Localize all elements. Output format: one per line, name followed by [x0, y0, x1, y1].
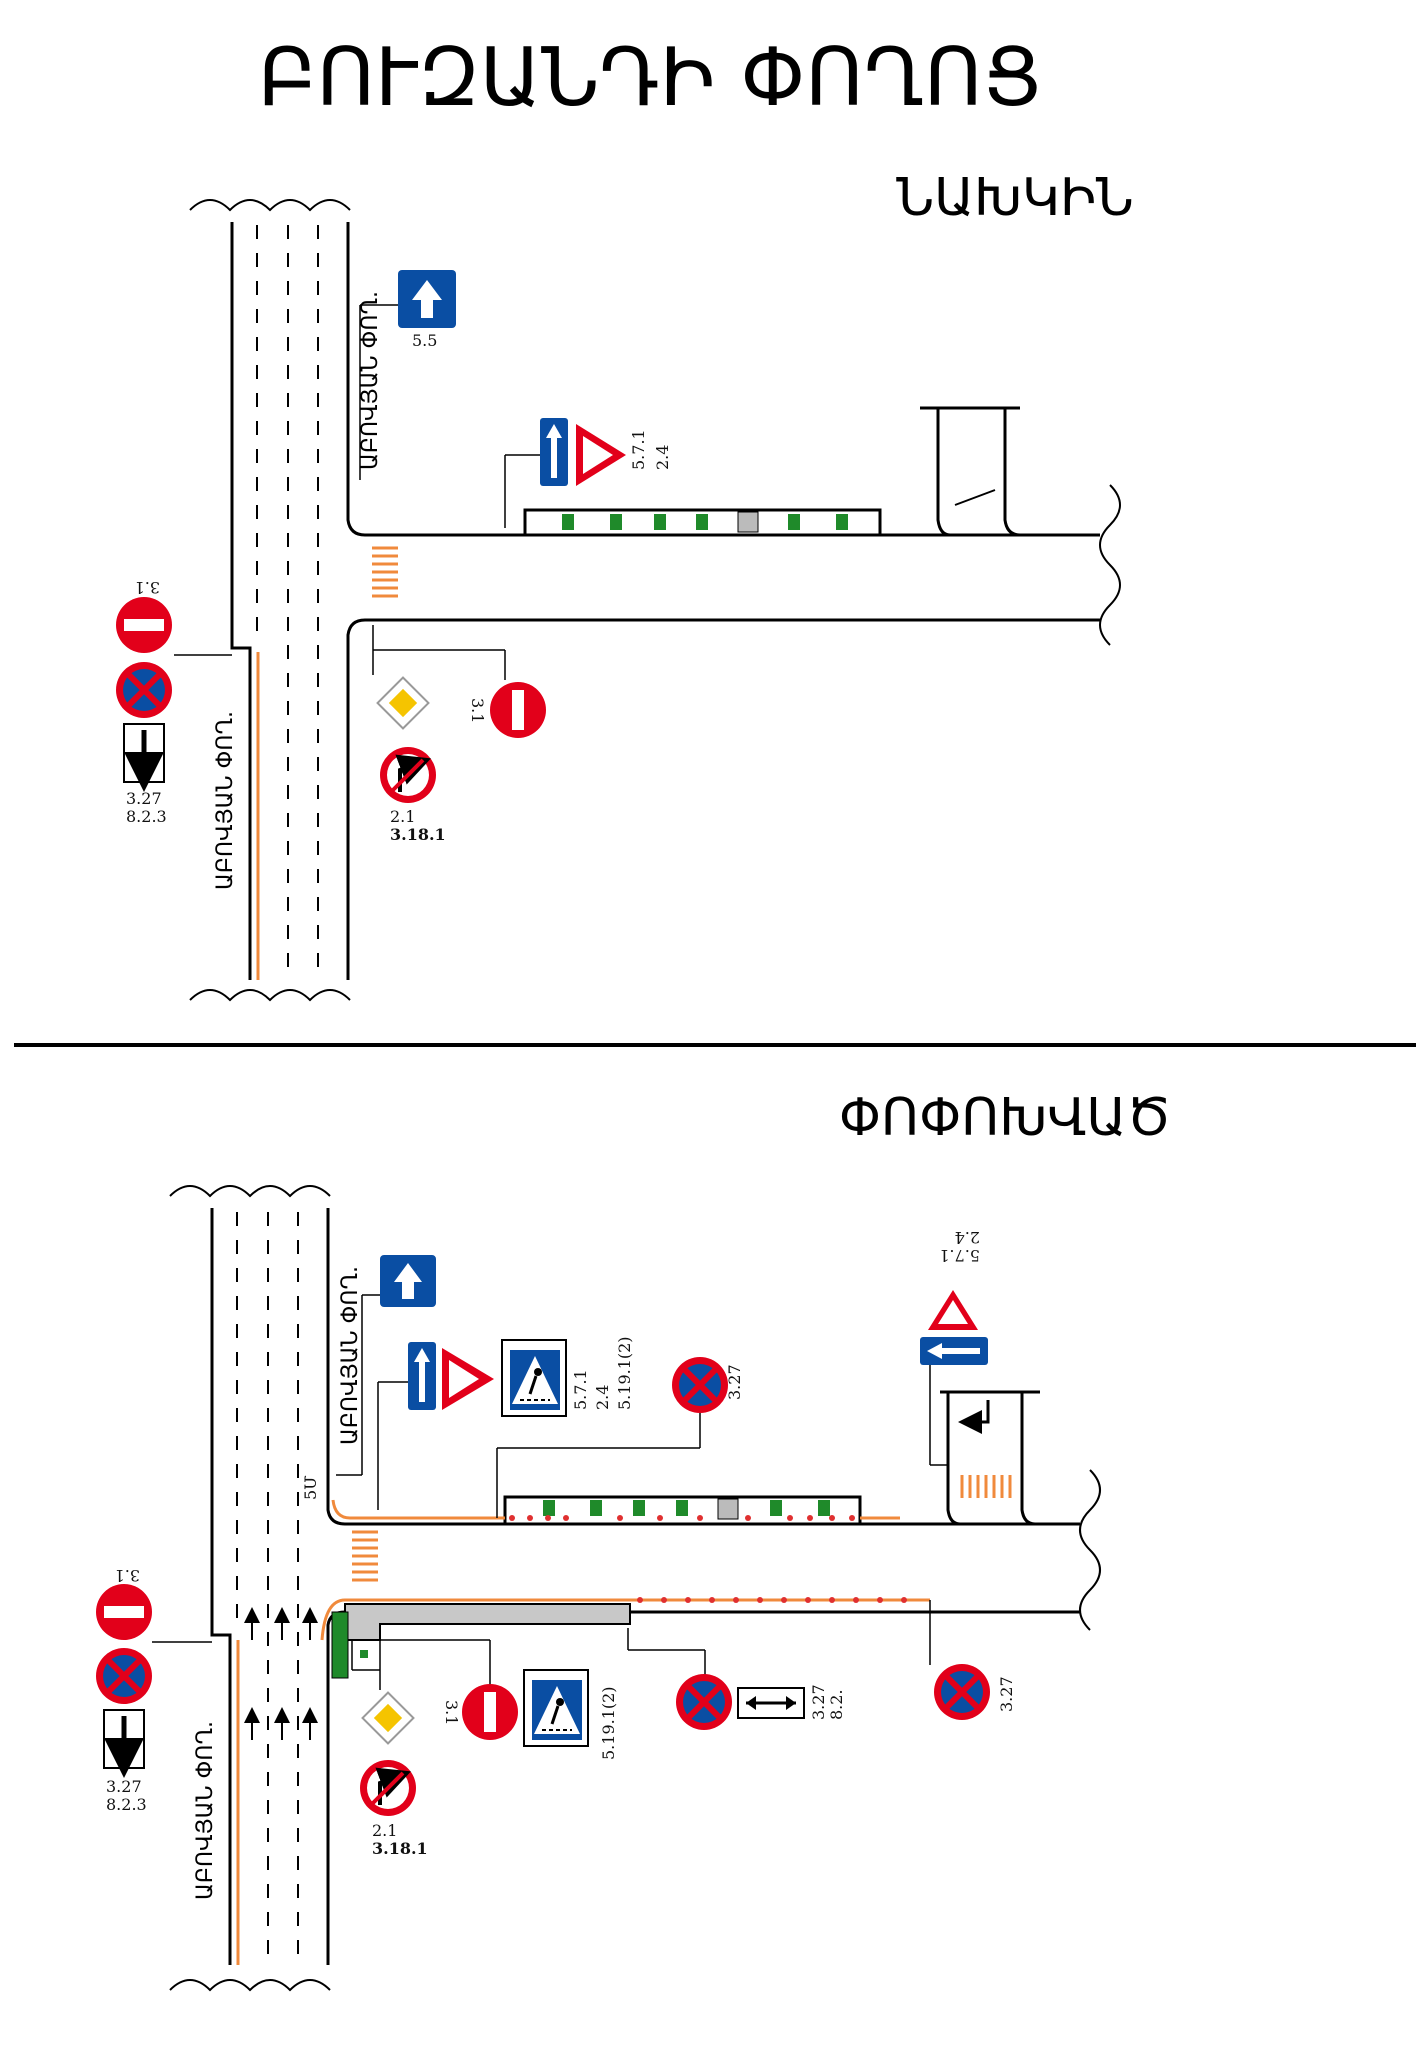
label-3-27-left: 3.27: [126, 789, 162, 808]
label-3-1-left: 3.1: [135, 578, 160, 597]
after-crosswalk-right: [960, 1475, 1012, 1498]
after-sign-3-27-top-icon: [496, 1357, 728, 1518]
after-label-3-27-right: 3.27: [997, 1676, 1016, 1712]
label-2-1: 2.1: [390, 807, 415, 826]
before-left-sign-stack: [116, 597, 232, 792]
after-red-dot-lines: [509, 1515, 907, 1603]
after-crosswalk: [352, 1530, 378, 1582]
sign-5-7-1-icon: [504, 418, 568, 528]
sign-5-5-one-way-icon: [359, 270, 456, 480]
after-label-2-1: 2.1: [372, 1821, 397, 1840]
before-street-label-upper: ԱԲՈՎՅԱՆ ՓՈՂ.: [358, 291, 383, 470]
before-heading: ՆԱԽԿԻՆ: [896, 168, 1134, 228]
after-street-label-upper: ԱԲՈՎՅԱՆ ՓՈՂ.: [338, 1266, 363, 1445]
label-8-2-3-left: 8.2.3: [126, 807, 167, 826]
after-label-2-4: 2.4: [593, 1385, 612, 1410]
after-sign-3-27-right-icon: [929, 1600, 990, 1720]
after-label-3-1-mid: 3.1: [442, 1700, 461, 1725]
five-meter-label: 5Մ: [301, 1475, 320, 1500]
after-traffic-island: [331, 1603, 631, 1679]
after-label-3-27-left: 3.27: [106, 1777, 142, 1796]
label-5-5: 5.5: [412, 331, 437, 350]
after-heading: ՓՈՓՈԽՎԱԾ: [839, 1088, 1171, 1148]
page-title: ԲՈՒԶԱՆԴԻ ՓՈՂՈՑ: [258, 31, 1042, 124]
after-sign-3-27-mid-icon: [627, 1628, 805, 1730]
after-lane-markings: [236, 1212, 299, 1960]
after-label-8-2-mid: 8.2.: [827, 1689, 846, 1720]
before-parking-markers: [562, 511, 848, 533]
after-lower-sign-group: [351, 1624, 589, 1816]
after-label-3-27-top: 3.27: [725, 1364, 744, 1400]
after-label-2-4-right: 2.4: [955, 1228, 980, 1247]
after-label-5-7-1: 5.7.1: [571, 1369, 590, 1410]
label-2-4: 2.4: [653, 445, 672, 470]
after-sign-cluster-right: [920, 1290, 990, 1466]
label-5-7-1: 5.7.1: [629, 429, 648, 470]
after-left-sign-stack: [96, 1584, 212, 1778]
after-label-3-27-mid: 3.27: [809, 1684, 828, 1720]
after-label-5-7-1-right: 5.7.1: [939, 1246, 980, 1265]
after-label-5-19-1-b: 5.19.1(2): [599, 1686, 618, 1760]
after-label-5-19-1: 5.19.1(2): [615, 1336, 634, 1410]
label-3-18-1: 3.18.1: [390, 825, 446, 844]
before-street-label-lower: ԱԲՈՎՅԱՆ ՓՈՂ.: [213, 711, 238, 890]
after-street-label-lower: ԱԲՈՎՅԱՆ ՓՈՂ.: [193, 1721, 218, 1900]
before-road-map: [189, 199, 1121, 1002]
after-sign-cluster-top: [377, 1339, 567, 1510]
after-label-8-2-3-left: 8.2.3: [106, 1795, 147, 1814]
after-orange-curb-lower: [320, 1598, 930, 1641]
sign-2-4-yield-icon: [576, 424, 626, 486]
after-orange-curb-upper: [331, 1499, 900, 1520]
label-3-1-right: 3.1: [468, 698, 487, 723]
after-label-3-1-left: 3.1: [115, 1566, 140, 1585]
before-right-sign-group: [372, 625, 546, 803]
before-crosswalk: [372, 546, 398, 598]
after-one-way-icon: [336, 1255, 436, 1476]
after-label-3-18-1: 3.18.1: [372, 1839, 428, 1858]
after-parking-markers: [543, 1498, 830, 1520]
after-lane-arrows: [244, 1607, 318, 1740]
before-lane-markings: [256, 225, 319, 980]
